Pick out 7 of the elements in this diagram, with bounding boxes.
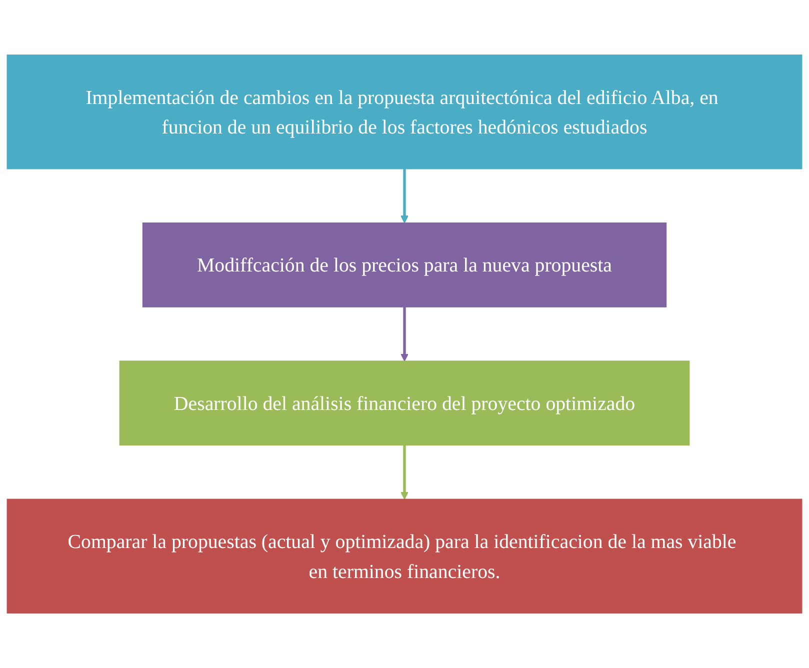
arrow: [400, 306, 408, 362]
node-box: Comparar la propuestas (actual y optimizada) para la identificacion de la mas viable en terminos financieros.: [6, 498, 802, 614]
node-box: Modiffcación de los precios para la nueva propuesta: [142, 222, 667, 308]
arrow: [400, 168, 408, 224]
arrow: [400, 445, 408, 500]
node-box: Implementación de cambios en la propuesta arquitectónica del edificio Alba, en funcion de un equilibrio de los factores hedónicos estudiados: [6, 54, 802, 170]
node-box: Desarrollo del análisis financiero del proyecto optimizado: [119, 360, 690, 446]
